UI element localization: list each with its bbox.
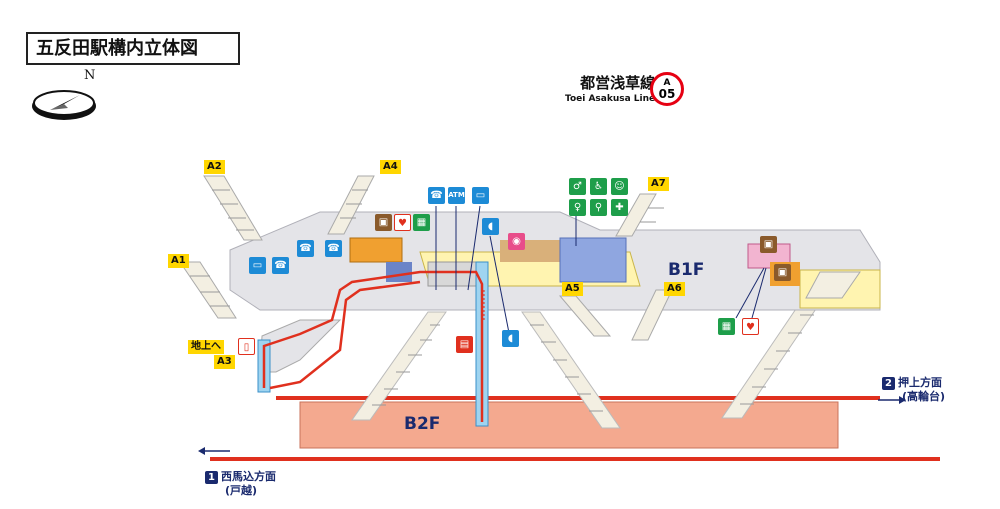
direction-2-number: 2	[882, 377, 895, 390]
ostomate-icon: ✚	[611, 199, 628, 216]
ticket-office-icon: ▣	[774, 264, 791, 281]
accessible-route-2	[269, 280, 421, 390]
toilet-women-icon: ♀	[569, 199, 586, 216]
direction-1-label: 西馬込方面	[221, 470, 276, 483]
ticket-gate-area	[386, 262, 412, 282]
aed-icon: ♥	[742, 318, 759, 335]
line-badge-number: 05	[658, 87, 676, 101]
ground-label: 地上へ	[188, 340, 224, 354]
shop-icon: ▤	[456, 336, 473, 353]
station-office-block	[349, 237, 403, 263]
direction-arrowhead-1	[198, 447, 205, 455]
station-office-icon: ▣	[375, 214, 392, 231]
compass-icon	[32, 90, 96, 120]
direction-1-number: 1	[205, 471, 218, 484]
floor-label-b1f: B1F	[668, 260, 705, 280]
line-badge: A 05	[650, 72, 684, 106]
exit-a4: A4	[380, 160, 401, 174]
line-badge-letter: A	[663, 78, 671, 88]
coin-locker-icon: ▦	[413, 214, 430, 231]
wc-sign-icon: ▯	[238, 338, 255, 355]
exit-a5: A5	[562, 282, 583, 296]
direction-arrowhead-2	[899, 396, 906, 404]
atm-icon: ATM	[448, 187, 465, 204]
exit-a2: A2	[204, 160, 225, 174]
coin-locker-icon: ▦	[718, 318, 735, 335]
ticket-machine-icon: ▭	[249, 257, 266, 274]
north-label: N	[84, 68, 96, 83]
direction-1-sub: (戸越)	[225, 484, 258, 497]
line-name: 都営浅草線 Toei Asakusa Line	[565, 72, 655, 104]
aed-icon: ♥	[394, 214, 411, 231]
phone-icon: ☎	[325, 240, 342, 257]
phone-icon: ☎	[272, 257, 289, 274]
direction-2-label: 押上方面	[898, 376, 942, 389]
exit-a6: A6	[664, 282, 685, 296]
icon-leader-lines	[435, 205, 767, 339]
phone-icon: ☎	[297, 240, 314, 257]
elevator-icon: ◖	[502, 330, 519, 347]
toilet-men-icon: ♂	[569, 178, 586, 195]
elevator-icon: ◖	[482, 218, 499, 235]
line-name-en: Toei Asakusa Line	[565, 94, 656, 104]
baby-icon: ☺	[611, 178, 628, 195]
ticket-machine-icon: ▭	[472, 187, 489, 204]
baby-room-icon: ◉	[508, 233, 525, 250]
exit-a7: A7	[648, 177, 669, 191]
line-name-jp: 都営浅草線	[580, 74, 656, 92]
exit-stair-steps	[190, 189, 664, 307]
stair-steps	[372, 314, 814, 412]
exit-a3: A3	[214, 355, 235, 369]
direction-2-sub: (高輪台)	[902, 390, 946, 403]
b2f-platform	[299, 401, 839, 449]
wheelchair-icon: ♿	[590, 178, 607, 195]
station-office-icon: ▣	[760, 236, 777, 253]
multi-purpose-toilet-icon: ⚲	[590, 199, 607, 216]
page-title: 五反田駅構内立体図	[26, 32, 240, 65]
exit-a1: A1	[168, 254, 189, 268]
floor-label-b2f: B2F	[404, 414, 441, 434]
toilet-block	[559, 237, 627, 283]
a3-stairway	[259, 319, 342, 373]
phone-icon: ☎	[428, 187, 445, 204]
accessible-route	[262, 270, 484, 422]
